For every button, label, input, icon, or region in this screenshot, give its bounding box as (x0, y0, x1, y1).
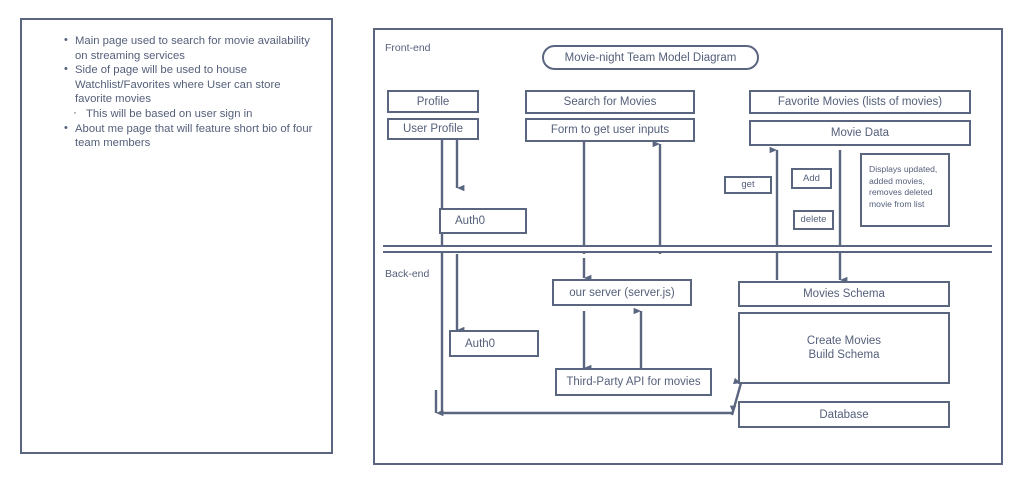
list-item: About me page that will feature short bi… (64, 121, 314, 151)
node-get[interactable]: get (724, 176, 772, 194)
node-movie-data[interactable]: Movie Data (749, 120, 971, 146)
node-auth0-backend[interactable]: Auth0 (449, 330, 539, 357)
notes-panel: Main page used to search for movie avail… (20, 18, 333, 454)
node-database[interactable]: Database (738, 401, 950, 428)
node-user-profile[interactable]: User Profile (387, 118, 479, 140)
region-label-backend: Back-end (385, 268, 430, 280)
node-search-for-movies[interactable]: Search for Movies (525, 90, 695, 114)
create-movies-line-1: Create Movies (806, 335, 882, 347)
node-our-server[interactable]: our server (server.js) (552, 279, 692, 306)
list-item: Main page used to search for movie avail… (64, 33, 314, 63)
node-third-party-api[interactable]: Third-Party API for movies (555, 368, 712, 396)
node-favorite-movies[interactable]: Favorite Movies (lists of movies) (749, 90, 971, 114)
region-label-frontend: Front-end (385, 42, 431, 54)
create-movies-line-2: Build Schema (808, 349, 880, 361)
notes-list: Main page used to search for movie avail… (64, 33, 314, 151)
node-delete[interactable]: delete (793, 210, 834, 230)
connector-database-to-schema (730, 377, 743, 416)
diagram-panel: Front-end Back-end Movie-night Team Mode… (373, 28, 1003, 465)
node-add[interactable]: Add (791, 168, 832, 189)
node-form-user-inputs[interactable]: Form to get user inputs (525, 118, 695, 142)
node-create-movies-build-schema[interactable]: Create Movies Build Schema (738, 312, 950, 384)
diagram-title: Movie-night Team Model Diagram (542, 45, 759, 70)
connector-layer (434, 140, 848, 417)
node-movies-schema[interactable]: Movies Schema (738, 281, 950, 307)
node-auth0-frontend[interactable]: Auth0 (439, 208, 527, 234)
frontend-backend-divider (383, 245, 992, 253)
list-item: Side of page will be used to house Watch… (64, 62, 314, 107)
node-profile[interactable]: Profile (387, 90, 479, 113)
list-item-sub: This will be based on user sign in (64, 105, 314, 122)
node-description: Displays updated, added movies, removes … (860, 153, 950, 227)
